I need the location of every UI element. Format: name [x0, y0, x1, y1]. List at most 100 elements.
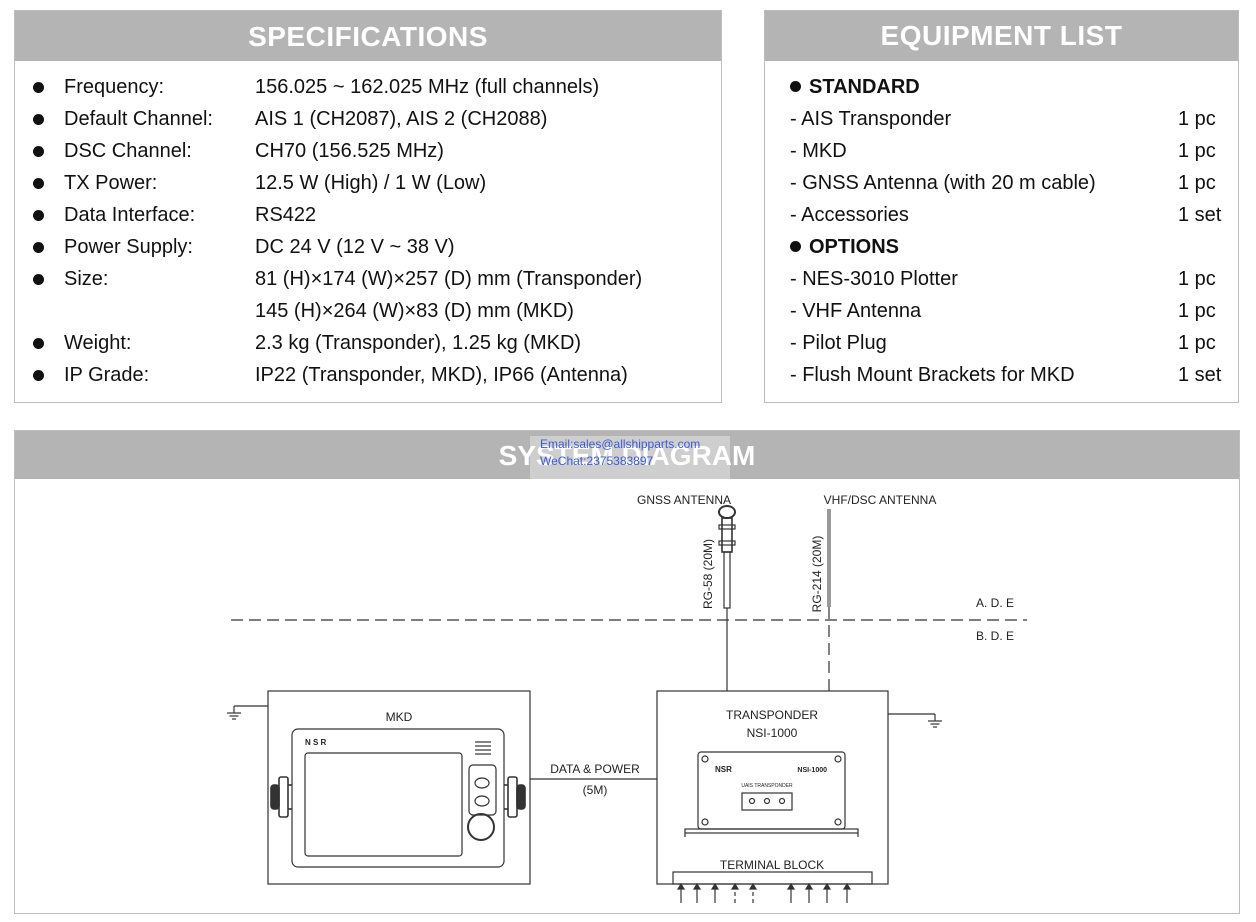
vhf-antenna-icon — [827, 509, 831, 607]
mkd-brand-label: N S R — [305, 738, 327, 747]
spec-row: Data Interface:RS422 — [15, 199, 721, 231]
mkd-screen — [304, 752, 463, 857]
mkd-button-icon — [474, 777, 490, 789]
spec-value: CH70 (156.525 MHz) — [255, 140, 444, 162]
watermark-email: Email:sales@allshipparts.com — [540, 437, 701, 451]
equipment-qty: 1 pc — [1178, 300, 1216, 322]
gnss-antenna-icon — [718, 505, 736, 609]
spec-label: Power Supply: — [64, 236, 193, 258]
equipment-name: - Flush Mount Brackets for MKD — [790, 364, 1075, 386]
equipment-row: - GNSS Antenna (with 20 m cable) 1 pc — [765, 167, 1238, 199]
bullet-icon — [790, 81, 801, 92]
equipment-name: - Pilot Plug — [790, 332, 887, 354]
bullet-icon — [33, 242, 44, 253]
section-label: STANDARD — [809, 76, 920, 98]
specifications-title: SPECIFICATIONS — [15, 11, 721, 61]
spec-row: Frequency: 156.025 ~ 162.025 MHz (full ch… — [15, 71, 721, 103]
bullet-icon — [33, 178, 44, 189]
terminal-arrows — [676, 882, 852, 903]
bullet-icon — [33, 338, 44, 349]
vhf-antenna-label: VHF/DSC ANTENNA — [824, 493, 937, 507]
equipment-qty: 1 set — [1178, 204, 1222, 226]
equipment-list-title: EQUIPMENT LIST — [765, 11, 1238, 61]
mkd-right-bracket-icon — [504, 776, 526, 818]
arrow-icon — [692, 882, 702, 890]
equipment-row: - MKD 1 pc — [765, 135, 1238, 167]
mkd-ground-icon — [227, 706, 241, 720]
transponder-model-label: NSI-1000 — [747, 726, 798, 740]
bullet-icon — [33, 274, 44, 285]
mkd-label: MKD — [386, 710, 413, 724]
mkd-device — [291, 728, 505, 868]
gnss-cable-label: RG-58 (20M) — [701, 539, 715, 609]
arrow-icon — [676, 882, 686, 890]
connector-icon — [763, 797, 771, 805]
system-diagram-panel: SYSTEM DIAGRAM Email:sales@allshipparts.… — [14, 430, 1240, 914]
connector-icon — [778, 797, 786, 805]
spec-label: TX Power: — [64, 172, 158, 194]
spec-row: DSC Channel: CH70 (156.525 MHz) — [15, 135, 721, 167]
connector-icon — [748, 797, 756, 805]
bullet-icon — [33, 82, 44, 93]
mkd-knob-icon — [467, 813, 495, 841]
system-diagram: GNSS ANTENNA VHF/DSC ANTENNA RG-58 (20M)… — [227, 493, 1027, 903]
transponder-connector-panel — [741, 792, 793, 811]
watermark-wechat: WeChat:2375383897 — [540, 454, 654, 468]
bullet-icon — [790, 241, 801, 252]
spec-value: 81 (H)×174 (W)×257 (D) mm (Transponder) — [255, 268, 643, 290]
arrow-icon — [842, 882, 852, 890]
equipment-qty: 1 pc — [1178, 140, 1216, 162]
unit-caption-label: UAIS TRANSPONDER — [741, 783, 793, 789]
equipment-qty: 1 pc — [1178, 108, 1216, 130]
spec-row: IP Grade: IP22 (Transponder, MKD), IP66 (… — [15, 359, 721, 391]
gnss-antenna-label: GNSS ANTENNA — [637, 493, 731, 507]
arrow-icon — [748, 882, 758, 890]
mkd-button-icon — [474, 795, 490, 807]
spec-value: 156.025 ~ 162.025 MHz (full channels) — [255, 76, 600, 98]
spec-value: 145 (H)×264 (W)×83 (D) mm (MKD) — [255, 300, 574, 322]
spec-value: DC 24 V (12 V ~ 38 V) — [255, 236, 455, 258]
spec-value: AIS 1 (CH2087), AIS 2 (CH2088) — [255, 108, 548, 130]
spec-label: Frequency: — [64, 76, 165, 98]
transponder-unit — [697, 751, 846, 830]
spec-row-continuation: 145 (H)×264 (W)×83 (D) mm (MKD) — [15, 295, 721, 327]
options-heading: OPTIONS — [790, 231, 899, 263]
section-label: OPTIONS — [809, 236, 900, 258]
mkd-box — [267, 690, 531, 885]
spec-row: Size: 81 (H)×174 (W)×257 (D) mm (Transpon… — [15, 263, 721, 295]
spec-label: IP Grade: — [64, 364, 150, 386]
system-diagram-title: SYSTEM DIAGRAM — [498, 440, 756, 471]
spec-label: Default Channel: — [64, 108, 213, 130]
equipment-qty: 1 pc — [1178, 172, 1216, 194]
spec-value: RS422 — [255, 204, 317, 226]
equipment-name: - GNSS Antenna (with 20 m cable) — [790, 172, 1096, 194]
spec-label: Size: — [64, 268, 109, 290]
bullet-icon — [33, 146, 44, 157]
transponder-base-plate — [684, 828, 859, 834]
unit-brand-label: NSR — [715, 765, 732, 774]
spec-label: DSC Channel: — [64, 140, 192, 162]
mkd-keypad-icon — [475, 741, 491, 755]
equipment-row: - NES-3010 Plotter 1 pc — [765, 263, 1238, 295]
terminal-block — [672, 871, 873, 885]
equipment-name: - NES-3010 Plotter — [790, 268, 958, 290]
spec-row: Default Channel: AIS 1 (CH2087), AIS 2 (C… — [15, 103, 721, 135]
system-diagram-header — [15, 431, 1239, 479]
standard-heading: STANDARD — [790, 71, 920, 103]
equipment-qty: 1 pc — [1178, 268, 1216, 290]
cable-length-label: (5M) — [583, 783, 608, 797]
spec-row: TX Power:12.5 W (High) / 1 W (Low) — [15, 167, 721, 199]
equipment-name: - MKD — [790, 140, 847, 162]
spec-value: IP22 (Transponder, MKD), IP66 (Antenna) — [255, 364, 628, 386]
terminal-block-label: TERMINAL BLOCK — [720, 858, 824, 872]
spec-row: Weight:2.3 kg (Transponder), 1.25 kg (MK… — [15, 327, 721, 359]
bullet-icon — [33, 370, 44, 381]
equipment-name: - AIS Transponder — [790, 108, 952, 130]
arrow-icon — [710, 882, 720, 890]
equipment-list-panel: EQUIPMENT LIST STANDARD - AIS Transponder… — [764, 10, 1239, 403]
transponder-label: TRANSPONDER — [726, 708, 818, 722]
equipment-row: - AIS Transponder 1 pc — [765, 103, 1238, 135]
